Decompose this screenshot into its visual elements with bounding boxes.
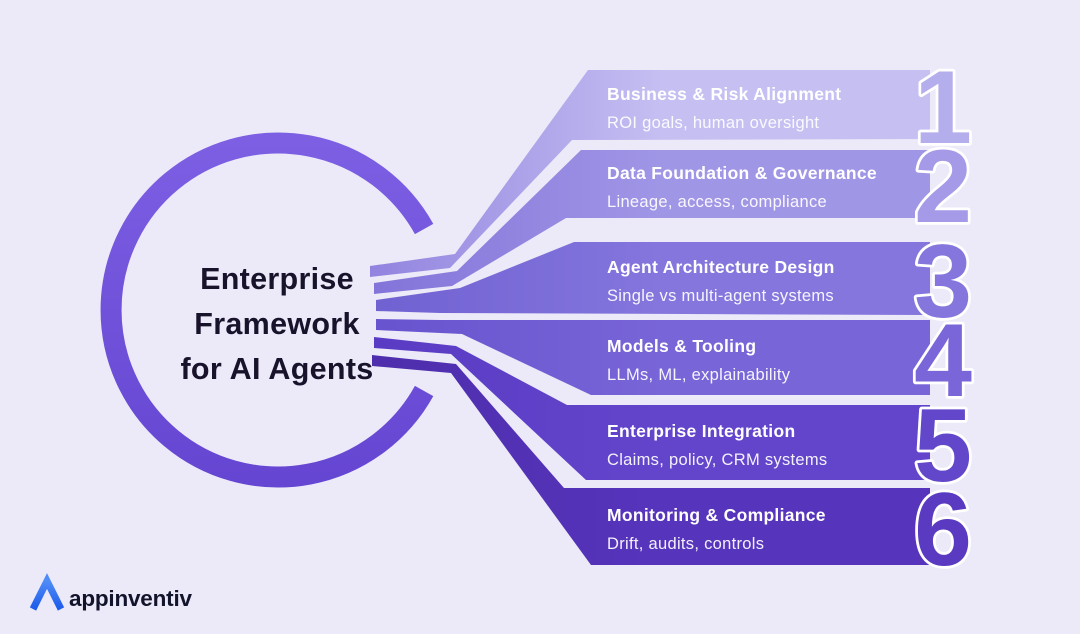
step-4-ribbon [376, 319, 930, 395]
hub-title-line-3: for AI Agents [180, 352, 373, 386]
hub-title-line-2: Framework [194, 307, 359, 341]
step-3-ribbon [376, 242, 930, 315]
step-3-subtitle: Single vs multi-agent systems [607, 287, 834, 305]
brand-name: appinventiv [69, 586, 193, 611]
step-4-number: 4 [914, 303, 972, 419]
step-5-subtitle: Claims, policy, CRM systems [607, 451, 827, 469]
step-5-number: 5 [914, 388, 972, 504]
step-1-number: 1 [914, 50, 972, 166]
step-6-number: 6 [914, 472, 972, 588]
step-4-title: Models & Tooling [607, 336, 756, 356]
step-6-title: Monitoring & Compliance [607, 505, 826, 525]
step-3-number: 3 [914, 224, 972, 340]
hub-title-line-1: Enterprise [200, 262, 354, 296]
step-2-title: Data Foundation & Governance [607, 163, 877, 183]
step-5-title: Enterprise Integration [607, 421, 795, 441]
step-1-subtitle: ROI goals, human oversight [607, 114, 819, 132]
step-2-number: 2 [914, 129, 972, 245]
step-6-ribbon [372, 355, 930, 565]
step-1-ribbon [370, 70, 930, 277]
step-2-ribbon [374, 150, 930, 294]
appinventiv-mark-icon [29, 573, 65, 611]
step-1-title: Business & Risk Alignment [607, 84, 841, 104]
brand-logo: appinventiv [29, 573, 193, 611]
step-5-ribbon [374, 337, 930, 480]
step-2-subtitle: Lineage, access, compliance [607, 193, 827, 211]
step-3-title: Agent Architecture Design [607, 257, 835, 277]
step-6-subtitle: Drift, audits, controls [607, 535, 764, 553]
step-4-subtitle: LLMs, ML, explainability [607, 366, 791, 384]
hub-ring [100, 132, 434, 488]
